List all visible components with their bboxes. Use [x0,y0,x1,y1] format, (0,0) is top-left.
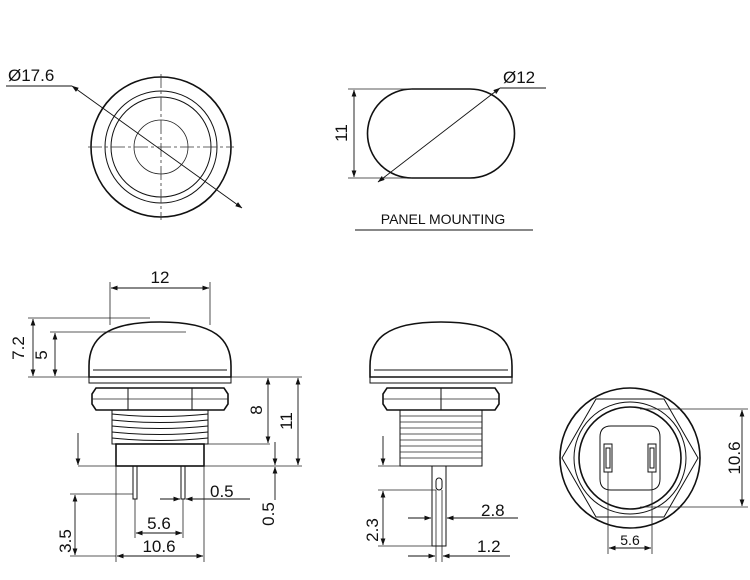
side2-thread [399,409,483,467]
side-thread-length-label: 8 [247,405,266,414]
side-terminal-right [180,465,186,500]
bottom-terminal-right-slot [649,447,655,469]
side-hex-nut [91,387,229,411]
bottom-height-label: 10.6 [725,441,744,474]
bottom-hex-nut [561,398,699,518]
panel-cutout-view: 11 Ø12 PANEL MOUNTING [332,68,546,231]
bottom-view: 10.6 5.6 [559,387,748,554]
panel-mounting-title: PANEL MOUNTING [381,211,505,227]
side2-dome-cap [369,321,513,378]
side-view-2: 2.3 2.8 1.2 [363,321,518,562]
side-cap-flange [88,376,232,384]
bottom-pitch-label: 5.6 [620,532,640,548]
front-diameter-leader [71,85,243,209]
panel-diameter-leader [377,87,501,183]
front-diameter-label: Ø17.6 [8,66,54,85]
bottom-terminal-left-slot [605,447,611,469]
side-body-width-label: 10.6 [142,537,175,556]
side2-terminal-width-label: 2.8 [481,501,505,520]
side2-terminal-hole [435,477,443,491]
front-view: Ø17.6 [6,66,243,220]
bottom-body-circle [578,406,682,510]
side2-terminal-blade [431,466,447,547]
side-dome-height-label: 5 [32,350,51,359]
side2-terminal-length-label: 2.3 [363,518,382,542]
side-width-label: 12 [151,268,170,287]
side-cap-height-label: 7.2 [9,336,28,360]
bottom-outer-circle [559,387,701,529]
side-terminal-left [132,465,138,500]
side-terminal-thickness-label: 0.5 [210,482,234,501]
side2-hex-nut [382,387,500,411]
side-lower-body [115,443,205,467]
bottom-thread-circle [573,401,687,515]
side-terminal-length-label: 3.5 [56,529,75,553]
side-body-height-label: 11 [277,412,296,430]
side2-cap-flange [369,376,513,384]
panel-height-label: 11 [332,124,351,142]
side-view: 12 7.2 5 8 11 0.5 0.5 3.5 [9,268,302,562]
bottom-terminal-boss [599,425,661,491]
side-thread [111,409,209,445]
panel-diameter-label: Ø12 [503,68,535,87]
side2-hole-width-label: 1.2 [477,537,501,556]
side-pitch-label: 5.6 [147,514,171,533]
side-dome-cap [88,321,232,378]
side-gap-label: 0.5 [259,502,278,526]
